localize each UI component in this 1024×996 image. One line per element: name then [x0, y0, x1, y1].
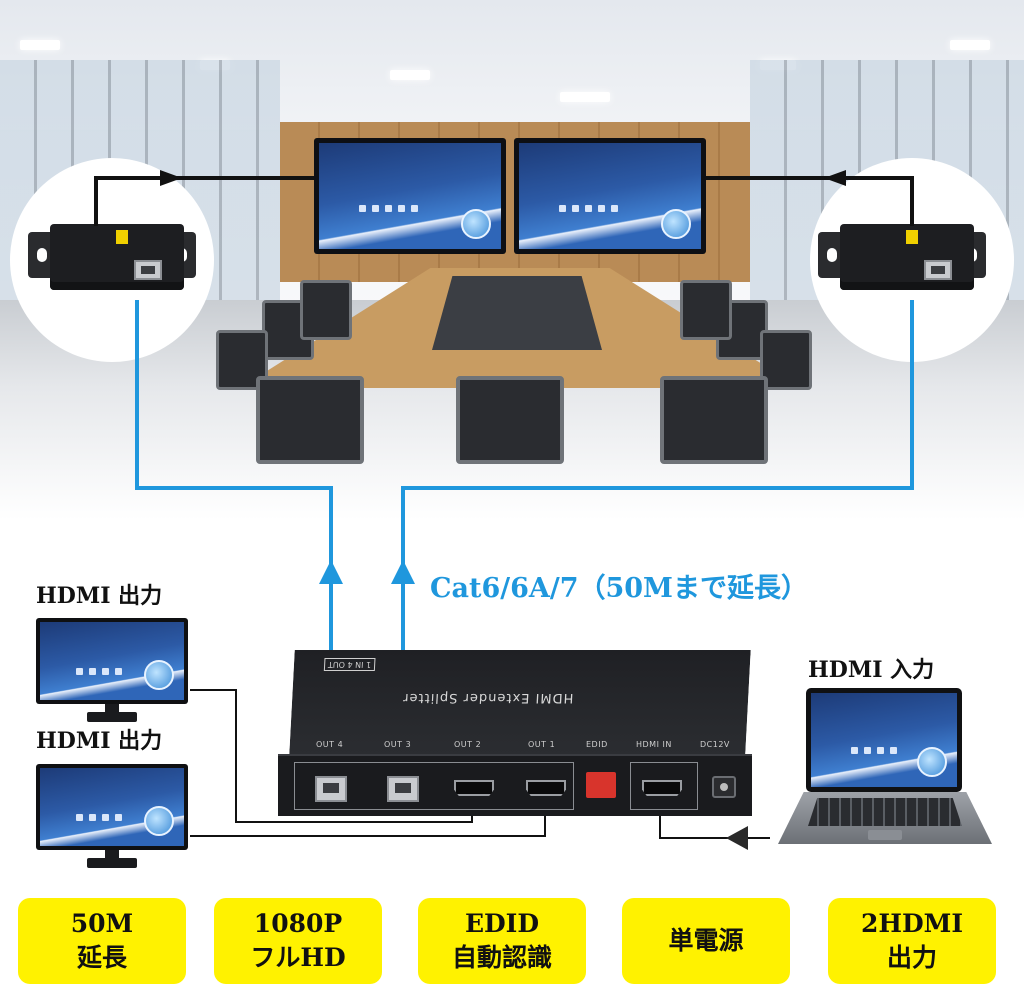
badge-line2: 自動認識 — [451, 943, 552, 972]
globe-icon — [144, 806, 174, 836]
wall-tv-right — [514, 138, 706, 254]
hdmi-input-label: HDMI 入力 — [808, 657, 935, 683]
feature-badge-resolution: 1080P フルHD — [214, 898, 382, 984]
feature-badge-power: 単電源 — [622, 898, 790, 984]
cat-cable-out4 — [135, 300, 333, 790]
port-label-dc12v: DC12V — [700, 740, 730, 749]
brand-label — [116, 230, 128, 244]
monitor-stand — [87, 712, 137, 722]
arrow-head — [391, 560, 415, 584]
table-center — [432, 276, 602, 350]
hdmi-output-label: HDMI 出力 — [36, 728, 163, 754]
chair — [300, 280, 352, 340]
rj45-port — [134, 260, 162, 280]
globe-icon — [144, 660, 174, 690]
badge-line2: フルHD — [250, 943, 346, 972]
port-label-edid: EDID — [586, 740, 608, 749]
hdmi-port-out1 — [526, 780, 566, 796]
feature-badge-extension: 50M 延長 — [18, 898, 186, 984]
monitor-stand — [87, 858, 137, 868]
wall-tv-left — [314, 138, 506, 254]
port-label-out4: OUT 4 — [316, 740, 344, 749]
chair — [680, 280, 732, 340]
badge-line2: 出力 — [886, 943, 937, 972]
splitter-tag: 1 IN 4 OUT — [324, 658, 376, 671]
cat-cable-out3 — [401, 300, 914, 790]
globe-icon — [461, 209, 491, 239]
cable-label: Cat6/6A/7（50Mまで延長） — [430, 573, 808, 604]
hdmi-output-label: HDMI 出力 — [36, 583, 163, 609]
chair — [256, 376, 364, 464]
ceiling-light — [560, 92, 610, 102]
rj45-port-out3 — [387, 776, 419, 802]
input-port-group — [630, 762, 698, 810]
badge-line1: EDID — [464, 909, 540, 939]
ceiling-light — [390, 70, 430, 80]
splitter-top: HDMI Extender Splitter 1 IN 4 OUT — [289, 650, 750, 754]
globe-icon — [661, 209, 691, 239]
badge-line1: 1080P — [253, 909, 343, 939]
conference-room-scene — [0, 0, 1024, 520]
chair — [760, 330, 812, 390]
hdmi-output-monitor — [36, 764, 188, 850]
port-label-out2: OUT 2 — [454, 740, 482, 749]
ceiling-light — [950, 40, 990, 50]
hdmi-line-receiver-right — [706, 176, 914, 226]
arrow-head — [824, 170, 846, 186]
rj45-port — [924, 260, 952, 280]
laptop-screen — [806, 688, 962, 792]
hdmi-line-receiver-left — [94, 176, 314, 226]
arrow-head — [160, 170, 182, 186]
arrow-head — [726, 826, 748, 850]
edid-dip-switch — [586, 772, 616, 798]
rj45-port-out4 — [315, 776, 347, 802]
port-label-out3: OUT 3 — [384, 740, 412, 749]
badge-line2: 延長 — [76, 943, 127, 972]
hdmi-extender-splitter: HDMI Extender Splitter 1 IN 4 OUT OUT 4 … — [278, 650, 752, 820]
ceiling-light — [20, 40, 60, 50]
port-label-hdmi-in: HDMI IN — [636, 740, 672, 749]
hdmi-port-out2 — [454, 780, 494, 796]
chair — [660, 376, 768, 464]
laptop-keyboard — [808, 798, 962, 826]
laptop-touchpad — [868, 830, 902, 840]
splitter-title: HDMI Extender Splitter — [401, 690, 574, 705]
port-label-out1: OUT 1 — [528, 740, 556, 749]
badge-line1: 単電源 — [668, 926, 744, 956]
output-port-group — [294, 762, 574, 810]
hdmi-port-in — [642, 780, 682, 796]
badge-line1: 2HDMI — [860, 909, 964, 939]
brand-label — [906, 230, 918, 244]
chair — [456, 376, 564, 464]
feature-badge-edid: EDID 自動認識 — [418, 898, 586, 984]
globe-icon — [917, 747, 947, 777]
hdmi-output-monitor — [36, 618, 188, 704]
badge-line1: 50M — [70, 909, 134, 939]
feature-badge-outputs: 2HDMI 出力 — [828, 898, 996, 984]
arrow-head — [319, 560, 343, 584]
extender-receiver-left — [12, 160, 212, 360]
dc-power-jack — [712, 776, 736, 798]
